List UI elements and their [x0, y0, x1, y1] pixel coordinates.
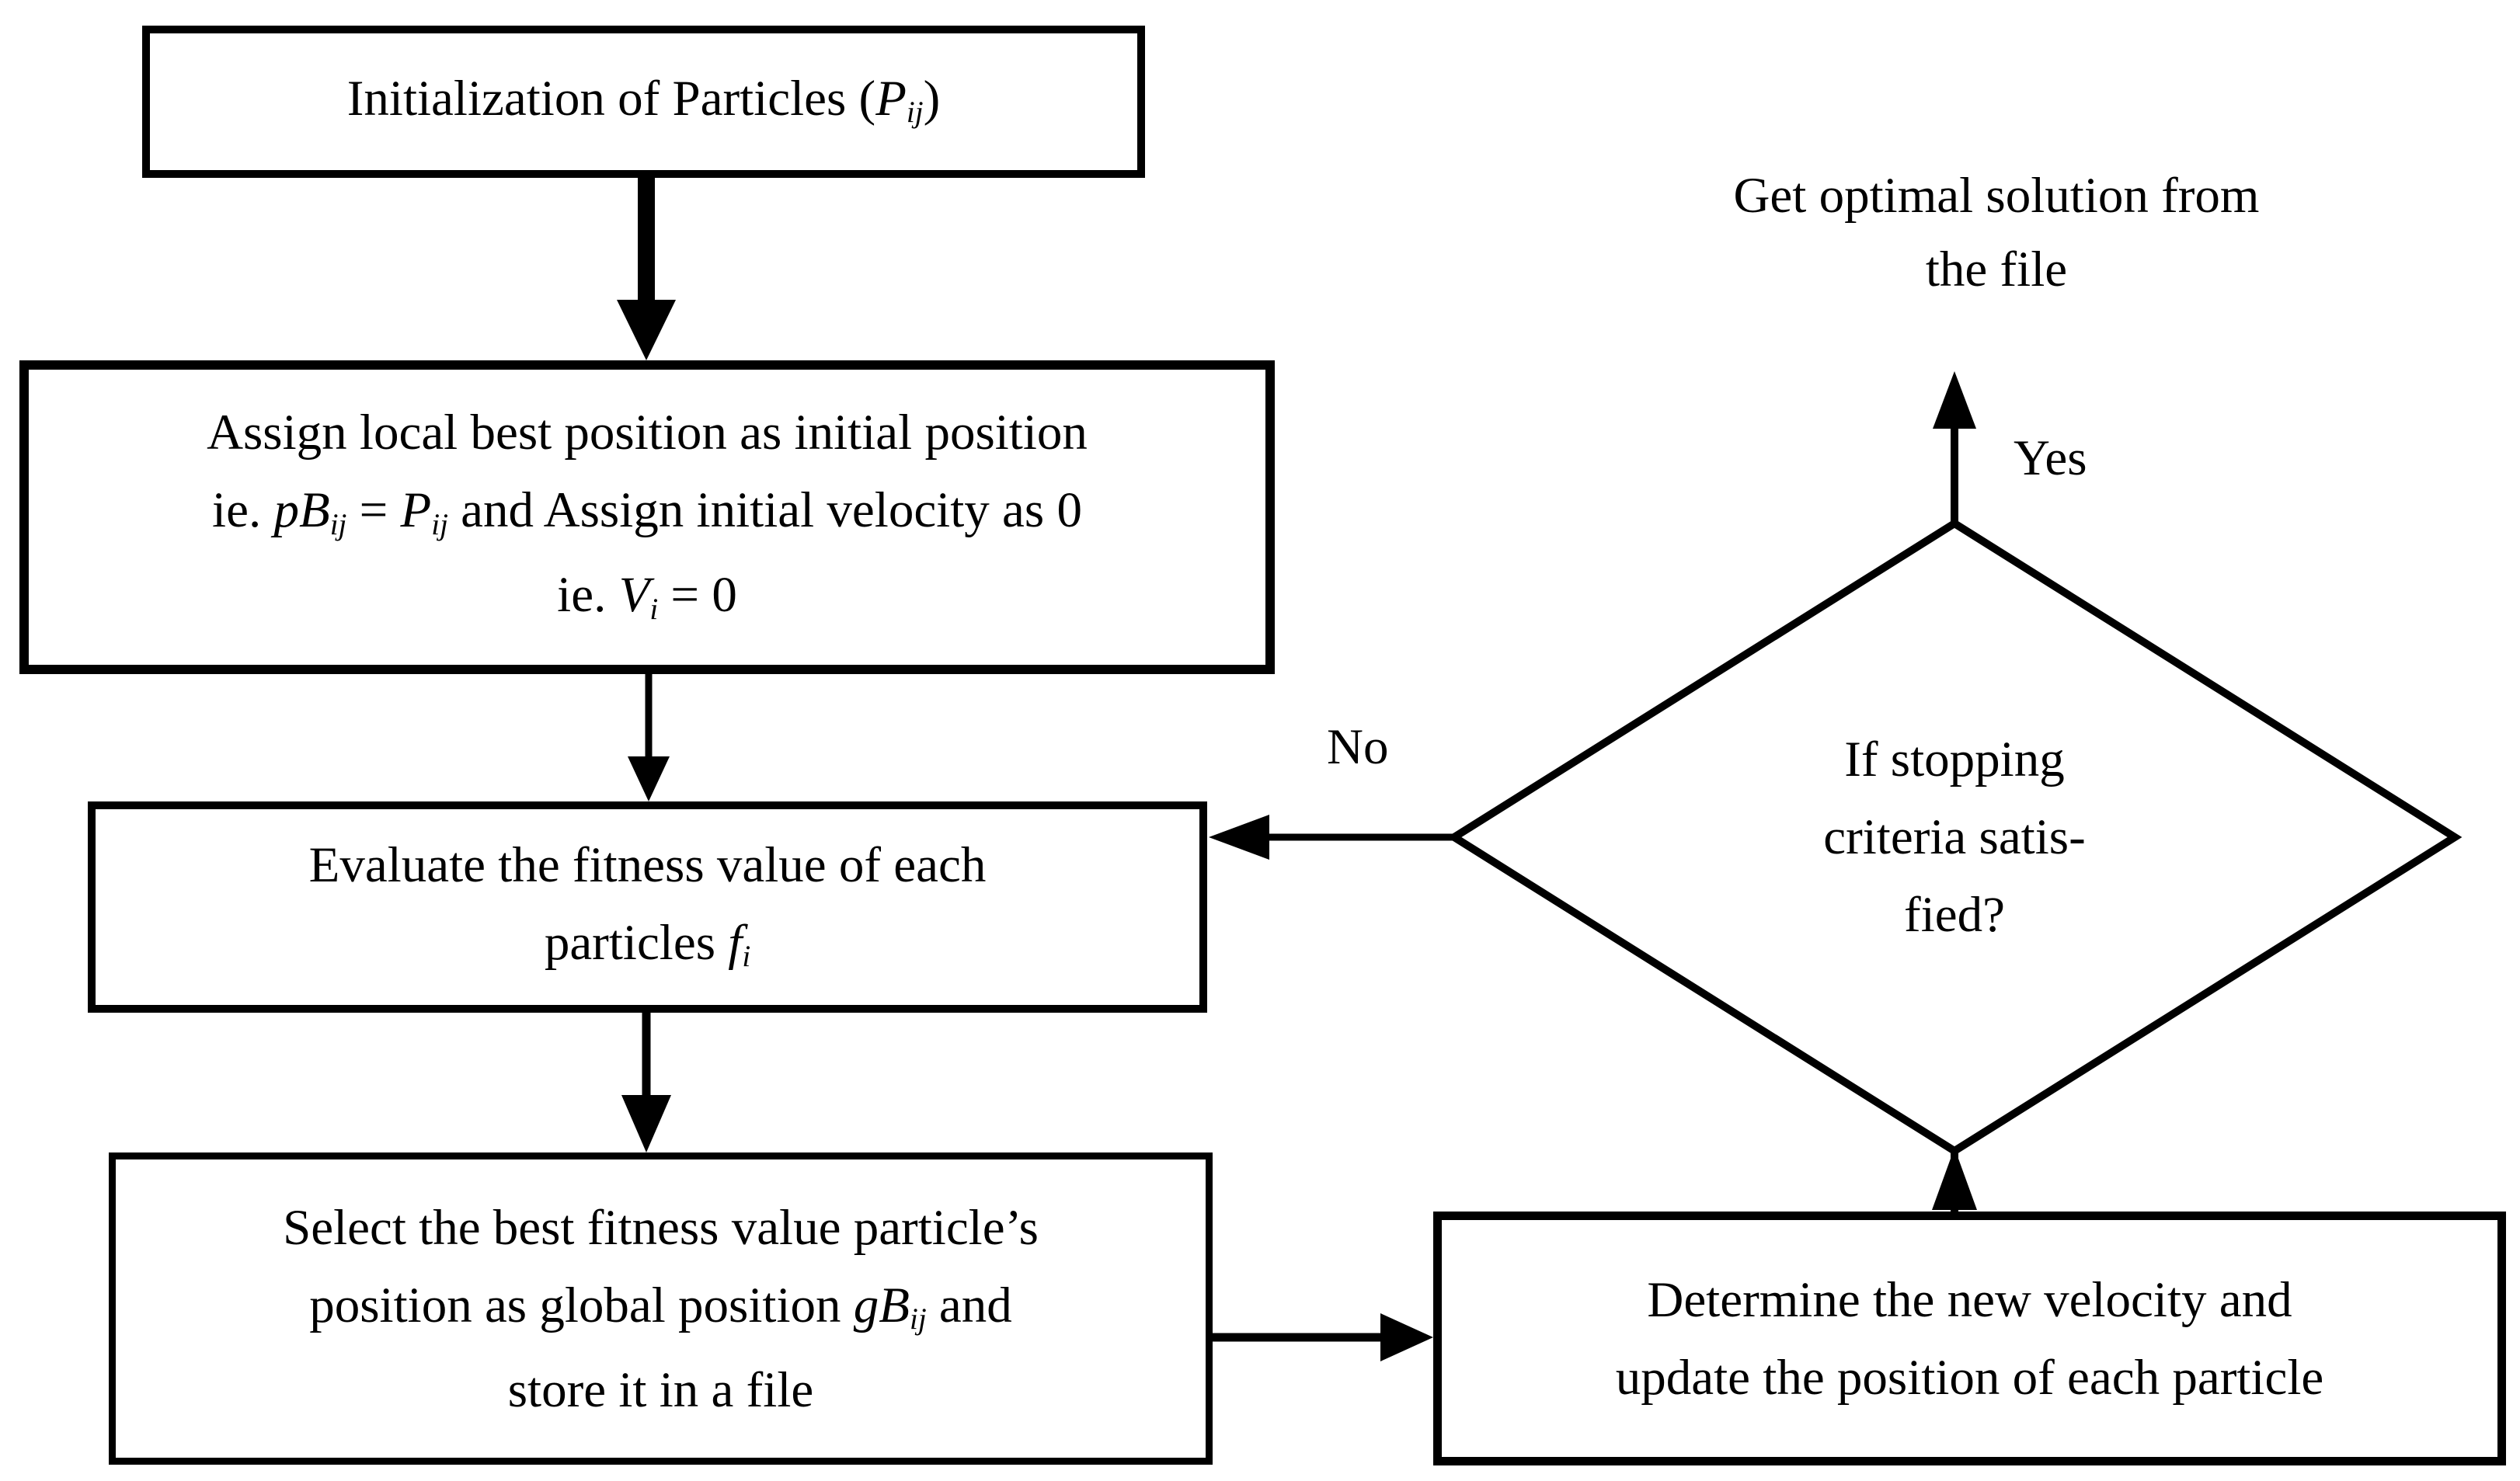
text-segment: ij: [329, 507, 347, 541]
select-box-text: Select the best fitness value particle’s…: [109, 1152, 1213, 1465]
text-segment: Initialization of Particles (: [346, 70, 876, 127]
text-segment: update the position of each particle: [1615, 1349, 2324, 1406]
text-line: ie. Vi = 0: [557, 556, 737, 641]
text-segment: Assign local best position as initial po…: [207, 405, 1088, 461]
text-line: ie. pBij = Pij and Assign initial veloci…: [212, 471, 1082, 556]
assign-box-text: Assign local best position as initial po…: [19, 360, 1275, 674]
arrow-determine-to-decision: [1932, 1148, 1977, 1216]
text-line: If stopping: [1844, 721, 2064, 798]
arrow-head: [1380, 1313, 1433, 1361]
determine-box-text: Determine the new velocity and update th…: [1433, 1212, 2506, 1465]
text-line: Get optimal solution from: [1733, 159, 2259, 233]
arrow-select-to-determine: [1210, 1313, 1433, 1361]
text-segment: ij: [431, 507, 448, 541]
arrow-head: [628, 756, 670, 801]
text-segment: =: [346, 482, 401, 538]
text-segment: P: [875, 70, 907, 127]
evaluate-box-text: Evaluate the fitness value of each parti…: [88, 801, 1207, 1013]
text-segment: the file: [1925, 242, 2068, 297]
text-line: update the position of each particle: [1616, 1339, 2323, 1417]
no-label: No: [1327, 719, 1389, 775]
assign-box: [19, 360, 1275, 674]
text-segment: gB: [853, 1277, 910, 1333]
text-segment: Select the best fitness value particle’s: [283, 1199, 1039, 1256]
text-line: Select the best fitness value particle’s: [283, 1189, 1039, 1267]
text-segment: If stopping: [1844, 732, 2065, 787]
select-box: [109, 1152, 1213, 1465]
text-segment: P: [400, 482, 432, 538]
text-segment: = 0: [658, 567, 737, 623]
arrow-head: [621, 1095, 671, 1152]
arrow-head: [1933, 371, 1976, 429]
text-line: position as global position gBij and: [309, 1267, 1012, 1351]
text-segment: criteria satis-: [1823, 809, 2086, 865]
evaluate-box: [88, 801, 1207, 1013]
arrow-decision-to-evaluate-no: [1209, 815, 1454, 860]
text-line: criteria satis-: [1823, 798, 2085, 876]
text-line: store it in a file: [508, 1351, 814, 1429]
arrow-head: [617, 300, 676, 360]
text-segment: store it in a file: [507, 1361, 814, 1418]
text-segment: and Assign initial velocity as 0: [447, 482, 1082, 538]
text-segment: position as global position: [309, 1277, 854, 1333]
text-segment: pB: [273, 482, 330, 538]
arrow-init-to-assign: [617, 175, 676, 360]
text-segment: and: [926, 1277, 1012, 1333]
text-segment: ): [923, 70, 941, 127]
arrow-evaluate-to-select: [621, 1011, 671, 1152]
init-box: [142, 26, 1145, 178]
text-segment: Get optimal solution from: [1733, 168, 2260, 224]
text-line: Evaluate the fitness value of each: [309, 826, 987, 904]
text-line: fied?: [1904, 876, 2005, 954]
init-box-text: Initialization of Particles (Pij): [142, 26, 1145, 178]
text-line: Initialization of Particles (Pij): [347, 60, 941, 144]
text-segment: fied?: [1904, 887, 2005, 943]
text-segment: particles: [544, 914, 729, 971]
text-segment: ie.: [212, 482, 274, 538]
arrow-decision-to-result-yes: [1933, 371, 1976, 525]
result-text: Get optimal solution from the file: [1476, 151, 2517, 315]
arrow-head: [1209, 815, 1269, 860]
text-line: the file: [1926, 233, 2067, 307]
determine-box: [1433, 1212, 2506, 1465]
text-segment: i: [742, 940, 751, 974]
text-line: Determine the new velocity and: [1647, 1261, 2292, 1339]
text-segment: Determine the new velocity and: [1647, 1271, 2292, 1328]
text-line: Assign local best position as initial po…: [207, 394, 1088, 471]
arrow-head: [1932, 1148, 1977, 1210]
arrow-assign-to-evaluate: [628, 673, 670, 801]
text-line: particles fi: [545, 904, 750, 989]
decision-diamond-text: If stopping criteria satis- fied?: [1454, 523, 2455, 1151]
text-segment: ij: [910, 1302, 927, 1337]
text-segment: V: [618, 567, 650, 623]
text-segment: ie.: [557, 567, 619, 623]
yes-label: Yes: [2014, 430, 2087, 486]
text-segment: f: [728, 914, 743, 971]
text-segment: ij: [906, 96, 924, 130]
text-segment: Evaluate the fitness value of each: [308, 836, 987, 893]
text-segment: i: [649, 592, 659, 626]
